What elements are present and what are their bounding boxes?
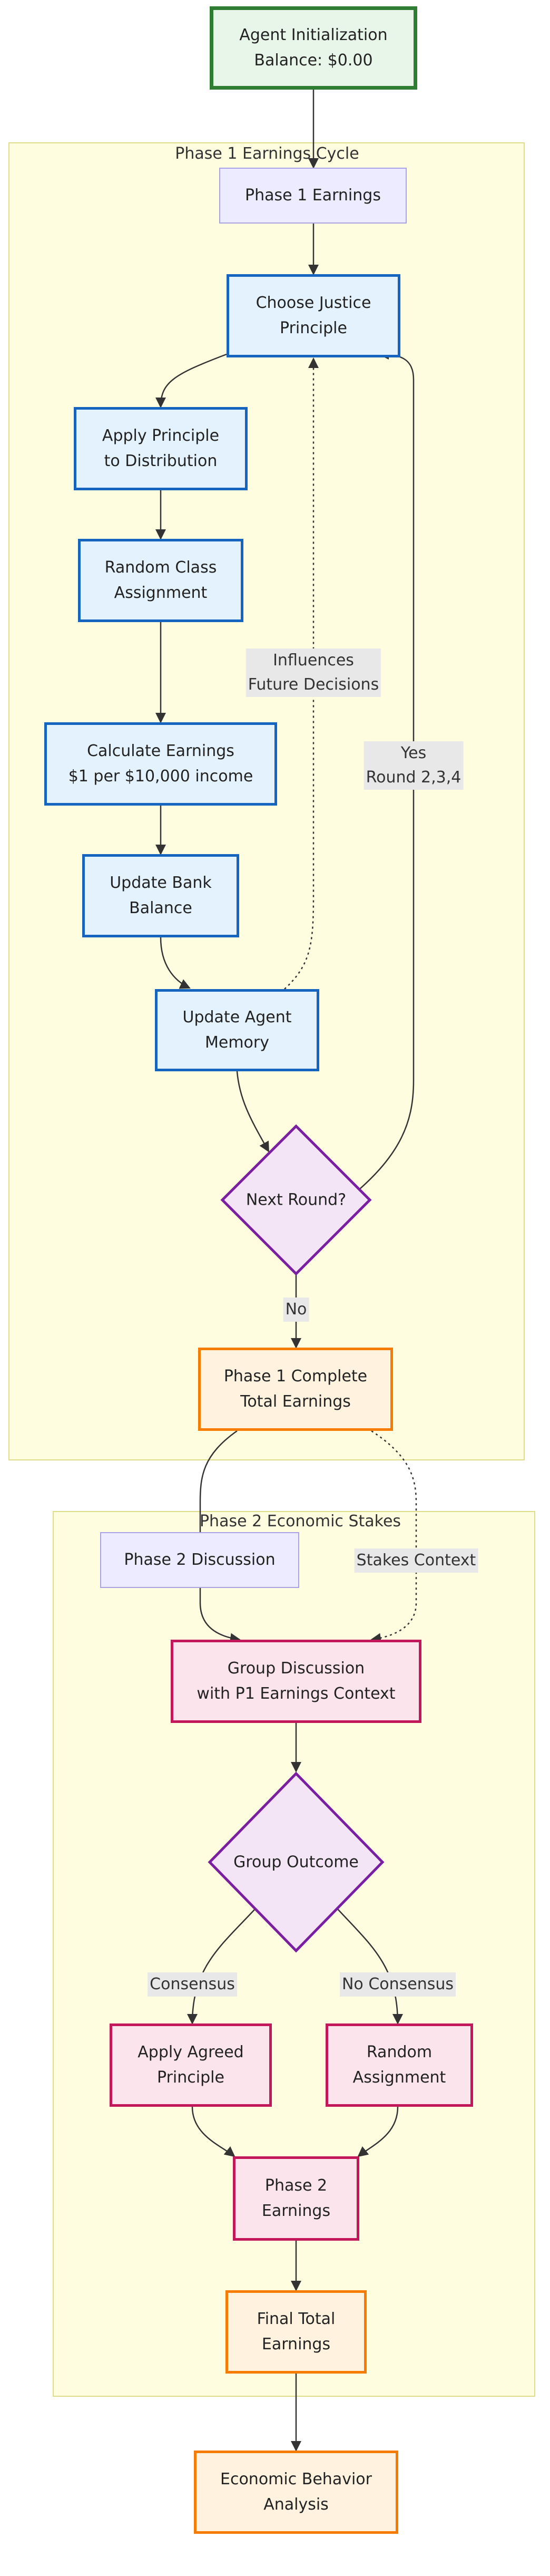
phase1-earnings-label: Phase 1 Earnings [245,186,381,205]
edge-outcome-consensus-apply [187,1908,256,2025]
edge-apply-to-p2earnings [191,2106,235,2157]
edge-label-yes: Yes Round 2,3,4 [364,741,464,790]
next-round-label: Next Round? [245,1190,347,1209]
apply-agreed-principle-label: Apply Agreed Principle [138,2043,244,2087]
economic-behavior-analysis-node: Economic Behavior Analysis [194,2451,398,2534]
phase1-earnings-node: Phase 1 Earnings [219,168,407,224]
update-agent-memory-node: Update Agent Memory [155,989,319,1071]
apply-principle-label: Apply Principle to Distribution [102,427,220,470]
update-bank-balance-node: Update Bank Balance [82,854,239,937]
random-class-assignment-label: Random Class Assignment [104,558,217,602]
choose-justice-principle-label: Choose Justice Principle [256,294,371,337]
apply-agreed-principle-node: Apply Agreed Principle [110,2023,272,2107]
edge-label-influences: Influences Future Decisions [245,648,381,697]
phase1-complete-node: Phase 1 Complete Total Earnings [198,1348,393,1431]
edge-label-stakes-context: Stakes Context [354,1548,478,1573]
phase1-cluster-title: Phase 1 Earnings Cycle [175,144,359,163]
group-discussion-label: Group Discussion with P1 Earnings Contex… [197,1659,396,1703]
next-round-diamond [220,1124,372,1276]
apply-principle-node: Apply Principle to Distribution [74,407,248,490]
calculate-earnings-node: Calculate Earnings $1 per $10,000 income [44,722,277,806]
random-class-assignment-node: Random Class Assignment [78,539,243,622]
economic-behavior-analysis-label: Economic Behavior Analysis [220,2470,372,2514]
edge-label-consensus: Consensus [148,1972,237,1997]
agent-initialization-label: Agent Initialization Balance: $0.00 [239,26,388,70]
group-outcome-diamond [208,1771,385,1953]
group-outcome-label: Group Outcome [233,1853,359,1872]
phase2-earnings-node: Phase 2 Earnings [233,2156,359,2241]
random-assignment-node: Random Assignment [326,2023,473,2107]
edge-complete-stakes-group [370,1430,417,1644]
final-total-earnings-node: Final Total Earnings [225,2290,367,2374]
phase2-earnings-label: Phase 2 Earnings [261,2176,331,2220]
group-discussion-node: Group Discussion with P1 Earnings Contex… [171,1640,421,1723]
edge-complete-to-group [199,1430,241,1644]
phase2-discussion-label: Phase 2 Discussion [124,1551,276,1569]
choose-justice-principle-node: Choose Justice Principle [227,274,400,357]
edge-memory-influences-choose [284,357,319,990]
phase2-discussion-node: Phase 2 Discussion [100,1532,299,1588]
update-agent-memory-label: Update Agent Memory [182,1008,292,1052]
edge-label-no: No [283,1297,309,1322]
edge-choose-to-apply [155,353,227,408]
edge-bank-to-memory [160,937,191,989]
update-bank-balance-label: Update Bank Balance [110,874,212,917]
edge-next-yes-choose [337,349,415,1208]
edge-memory-to-next [236,1071,270,1153]
phase1-complete-label: Phase 1 Complete Total Earnings [223,1367,368,1411]
phase2-cluster-title: Phase 2 Economic Stakes [199,1512,401,1531]
random-assignment-label: Random Assignment [352,2043,446,2087]
agent-initialization-node: Agent Initialization Balance: $0.00 [210,6,417,90]
edge-random-to-p2earnings [357,2106,399,2157]
edge-outcome-noconsensus-random [337,1908,403,2025]
edge-label-no-consensus: No Consensus [339,1972,456,1997]
calculate-earnings-label: Calculate Earnings $1 per $10,000 income [68,742,253,786]
final-total-earnings-label: Final Total Earnings [257,2310,336,2354]
